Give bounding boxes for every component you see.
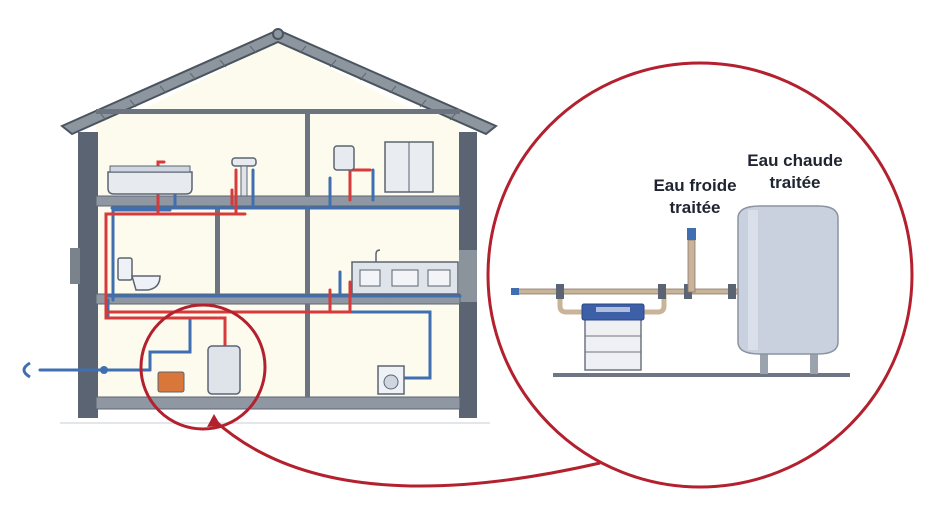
kitchen-counter — [351, 249, 459, 295]
cold-water-label-line1: Eau froide — [653, 176, 737, 195]
right-wall-window — [459, 250, 477, 302]
hot-water-label: Eau chaude traitée — [735, 150, 855, 194]
roof-tiles — [99, 45, 457, 121]
hot-water-tank-icon-large — [737, 205, 839, 374]
floor-slab-middle — [95, 293, 461, 305]
cold-water-label: Eau froide traitée — [630, 175, 760, 219]
shower-cabinet — [384, 141, 434, 193]
water-softener-icon — [581, 303, 645, 371]
upper-internal-wall — [305, 113, 310, 197]
water-inlet-icon — [22, 361, 108, 379]
zoom-detail — [511, 205, 850, 377]
hot-water-tank-icon — [333, 145, 355, 171]
zoom-circle — [486, 61, 914, 489]
ground-internal-wall — [305, 304, 310, 397]
zoom-connector-arrow — [212, 418, 601, 488]
middle-internal-wall-b — [305, 206, 310, 294]
sink-icon — [231, 157, 257, 197]
left-gutter — [70, 248, 80, 284]
toilet-icon — [117, 257, 161, 291]
water-heater — [207, 345, 241, 395]
hot-water-label-line1: Eau chaude — [747, 151, 843, 170]
floor-slab-ground — [95, 396, 461, 410]
house — [22, 28, 498, 431]
arrow-head — [207, 414, 221, 427]
hot-water-pipes — [104, 160, 372, 352]
cold-water-riser — [687, 239, 696, 293]
left-wall — [78, 132, 98, 418]
hot-water-label-line2: traitée — [769, 173, 821, 192]
highlight-circle-small — [139, 303, 267, 431]
cold-water-pipes — [38, 168, 462, 380]
washing-machine-icon — [377, 365, 405, 395]
middle-internal-wall-a — [215, 206, 220, 294]
boiler-icon — [157, 371, 185, 393]
zoom-floor — [553, 373, 850, 377]
riser-cap — [687, 228, 696, 240]
attic-floor — [96, 109, 460, 114]
roof-ridge-cap — [272, 28, 284, 40]
cold-water-label-line2: traitée — [669, 198, 721, 217]
bathtub-icon — [107, 165, 193, 195]
floor-slab-upper — [95, 195, 461, 207]
